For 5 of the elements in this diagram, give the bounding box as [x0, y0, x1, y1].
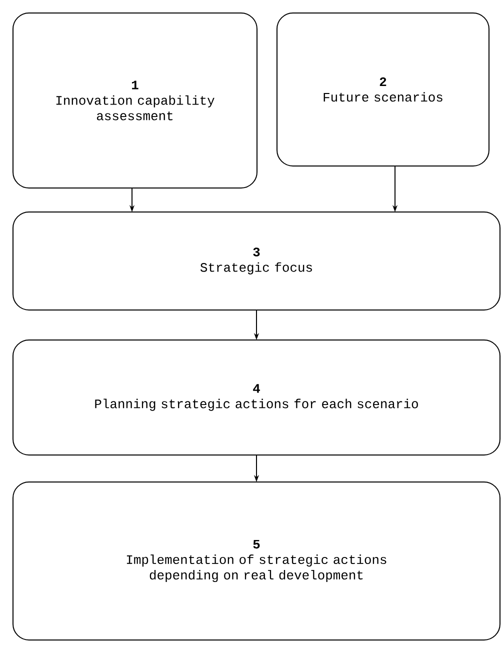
process-box: 2 Future scenarios	[276, 12, 490, 166]
process-box: 5 Implementation of strategic actions depending on real development	[12, 482, 500, 640]
process-box: 1 Innovation capability assessment	[12, 12, 258, 188]
process-box: 3 Strategic focus	[12, 212, 500, 310]
process-box: 4 Planning strategic actions for each scenario	[12, 340, 500, 456]
